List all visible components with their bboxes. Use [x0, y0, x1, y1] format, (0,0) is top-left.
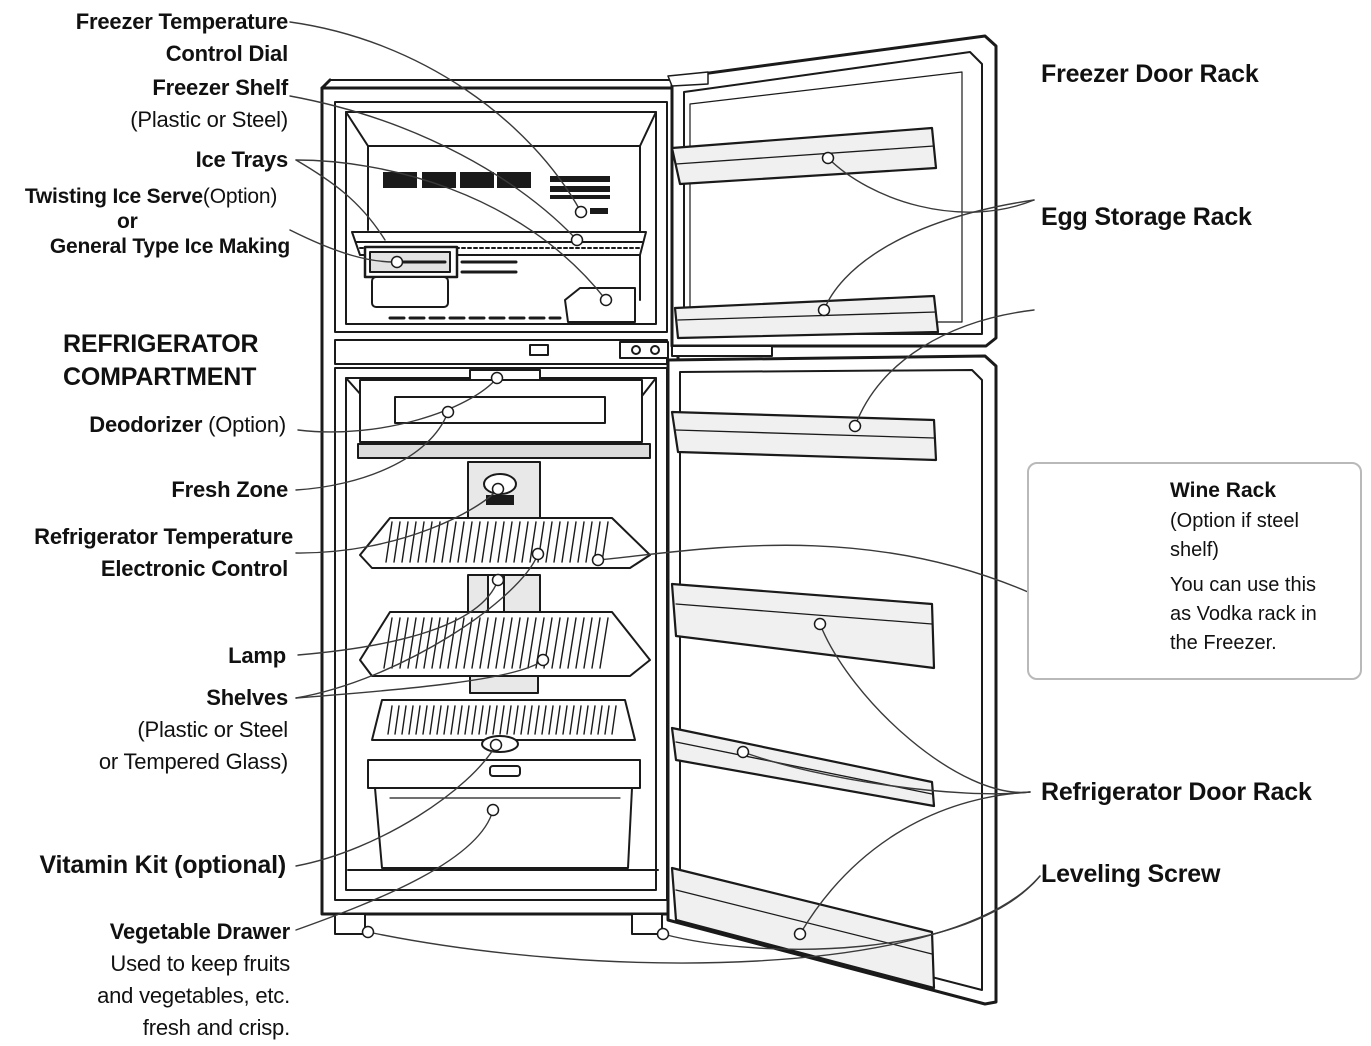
label-general-ice-making: General Type Ice Making	[49, 235, 290, 258]
label-line: (Option if steel	[1170, 510, 1299, 532]
label-vegetable-drawer: Vegetable Drawer Used to keep fruits and…	[97, 916, 290, 1044]
label-freezer-temperature-dial: Freezer Temperature Control Dial	[76, 6, 288, 70]
shelf-upper	[359, 517, 651, 569]
leader-lines	[289, 21, 1161, 964]
freezer-door	[667, 34, 998, 348]
label-line: Leveling Screw	[1041, 860, 1221, 888]
label-leveling-screw: Leveling Screw	[1041, 858, 1220, 891]
label-fresh-zone: Fresh Zone	[171, 474, 288, 506]
label-line: REFRIGERATOR	[63, 330, 259, 358]
label-line: Vegetable Drawer	[109, 919, 290, 944]
label-refrigerator-compartment: REFRIGERATOR COMPARTMENT	[63, 328, 288, 394]
leveling-feet	[334, 913, 663, 935]
label-wine-rack-option: (Option if steel shelf)	[1170, 507, 1299, 565]
label-lamp: Lamp	[228, 640, 286, 672]
ice-tray-slots	[383, 172, 610, 199]
label-line: Vitamin Kit (optional)	[39, 851, 286, 879]
label-line: as Vodka rack in	[1170, 603, 1317, 625]
label-line: Freezer Temperature	[75, 9, 288, 34]
label-line: (Plastic or Steel	[137, 717, 288, 742]
label-line: Egg Storage Rack	[1041, 203, 1252, 231]
label-line: Lamp	[228, 643, 286, 668]
label-refrigerator-temp-control: Refrigerator Temperature Electronic Cont…	[34, 521, 293, 585]
label-line: Refrigerator Door Rack	[1041, 778, 1312, 806]
label-freezer-door-rack: Freezer Door Rack	[1041, 58, 1259, 91]
label-line: Freezer Door Rack	[1041, 60, 1259, 88]
label-normal: (Option)	[202, 412, 286, 437]
label-line: Refrigerator Temperature	[34, 524, 293, 549]
label-line: You can use this	[1170, 574, 1317, 596]
freezer-compartment	[334, 101, 668, 333]
label-line: Control Dial	[165, 41, 288, 66]
label-line: Wine Rack	[1170, 479, 1277, 502]
label-or: or	[117, 210, 138, 233]
fridge-compartment	[334, 367, 668, 901]
label-line: and vegetables, etc.	[97, 983, 290, 1008]
label-freezer-shelf: Freezer Shelf (Plastic or Steel)	[130, 72, 288, 136]
label-line: COMPARTMENT	[63, 363, 257, 391]
label-line: shelf)	[1170, 539, 1219, 561]
label-line: Fresh Zone	[171, 477, 288, 502]
door-hinge	[671, 345, 773, 357]
label-line: Electronic Control	[100, 556, 288, 581]
label-line: Used to keep fruits	[110, 951, 290, 976]
fridge-door	[666, 354, 998, 1006]
label-line: fresh and crisp.	[142, 1015, 290, 1040]
label-deodorizer: Deodorizer (Option)	[89, 409, 286, 441]
label-shelves: Shelves (Plastic or Steel or Tempered Gl…	[99, 682, 288, 778]
label-twisting-ice-serve: Twisting Ice Serve(Option) or General Ty…	[12, 184, 290, 259]
label-line: Freezer Shelf	[152, 75, 288, 100]
label-line: Shelves	[206, 685, 288, 710]
label-ice-trays: Ice Trays	[195, 144, 289, 176]
fresh-zone-drawer	[357, 379, 651, 459]
label-line: (Plastic or Steel)	[130, 107, 288, 132]
label-wine-rack: Wine Rack	[1170, 476, 1276, 505]
wine-rack-callout-box: Wine Rack (Option if steel shelf) You ca…	[1027, 462, 1362, 680]
vegetable-drawer-shape	[367, 699, 641, 869]
label-egg-storage-rack: Egg Storage Rack	[1041, 201, 1252, 234]
divider-strip	[334, 339, 669, 365]
shelf-lower	[359, 611, 651, 677]
leader-end-points	[361, 151, 1110, 941]
label-refrigerator-door-rack: Refrigerator Door Rack	[1041, 776, 1312, 809]
label-bold: Twisting Ice Serve	[24, 185, 203, 208]
label-vitamin-kit: Vitamin Kit (optional)	[39, 849, 286, 882]
label-line: or Tempered Glass)	[98, 749, 288, 774]
ice-maker	[363, 245, 459, 308]
label-normal: (Option)	[202, 185, 278, 208]
label-line: the Freezer.	[1170, 632, 1277, 654]
label-wine-rack-note: You can use this as Vodka rack in the Fr…	[1170, 571, 1317, 658]
label-line: Ice Trays	[195, 147, 289, 172]
label-bold: Deodorizer	[89, 412, 203, 437]
